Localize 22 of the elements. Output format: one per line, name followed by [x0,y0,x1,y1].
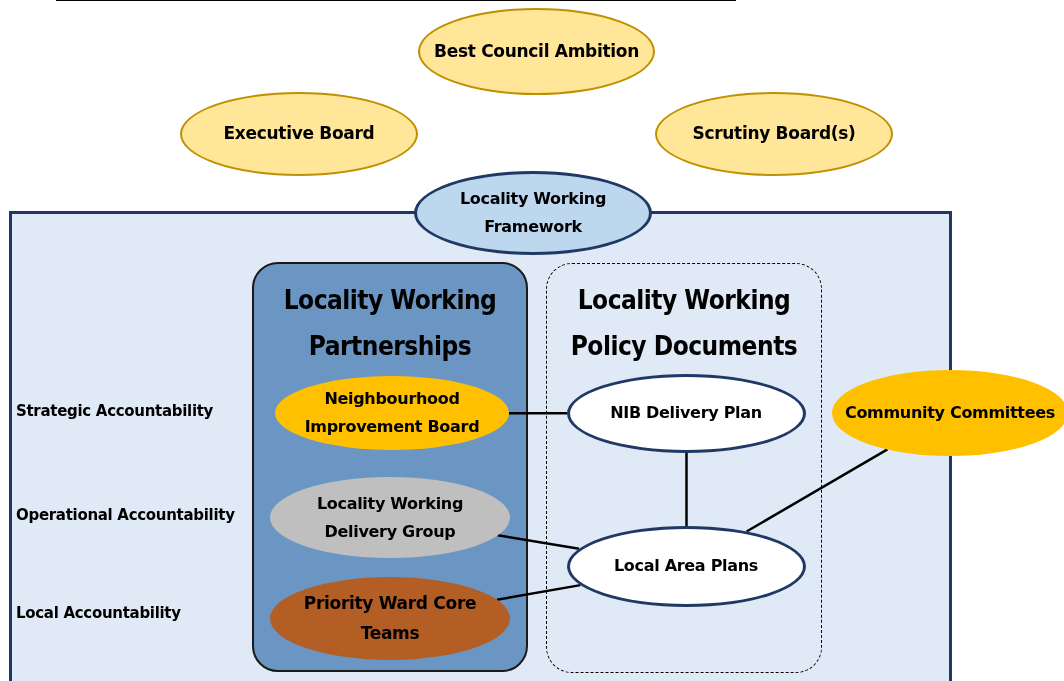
node-label: Executive Board [223,122,375,146]
node-label: Neighbourhood Improvement Board [303,388,481,438]
row-label: Local Accountability [16,604,181,622]
node-label: Local Area Plans [613,555,759,577]
rounded-panel [252,262,528,672]
connector-line [745,448,889,533]
row-label: Operational Accountability [16,506,235,524]
row-label: Strategic Accountability [16,402,214,420]
node-label: Priority Ward Core Teams [302,591,478,645]
connector-line [497,534,580,550]
panel-heading: Locality Working Policy Documents [569,284,799,363]
node-label: Locality Working Framework [458,188,608,238]
node-label: Scrutiny Board(s) [692,122,856,146]
node-label: Community Committees [844,402,1056,424]
dashed-panel [546,263,822,673]
node-label: NIB Delivery Plan [610,402,762,424]
panel-background [9,211,952,681]
connector-line [685,453,688,526]
node-label: Best Council Ambition [434,39,639,63]
node-label: Locality Working Delivery Group [315,492,465,543]
panel-heading: Locality Working Partnerships [282,284,498,363]
connector-line [509,411,567,415]
